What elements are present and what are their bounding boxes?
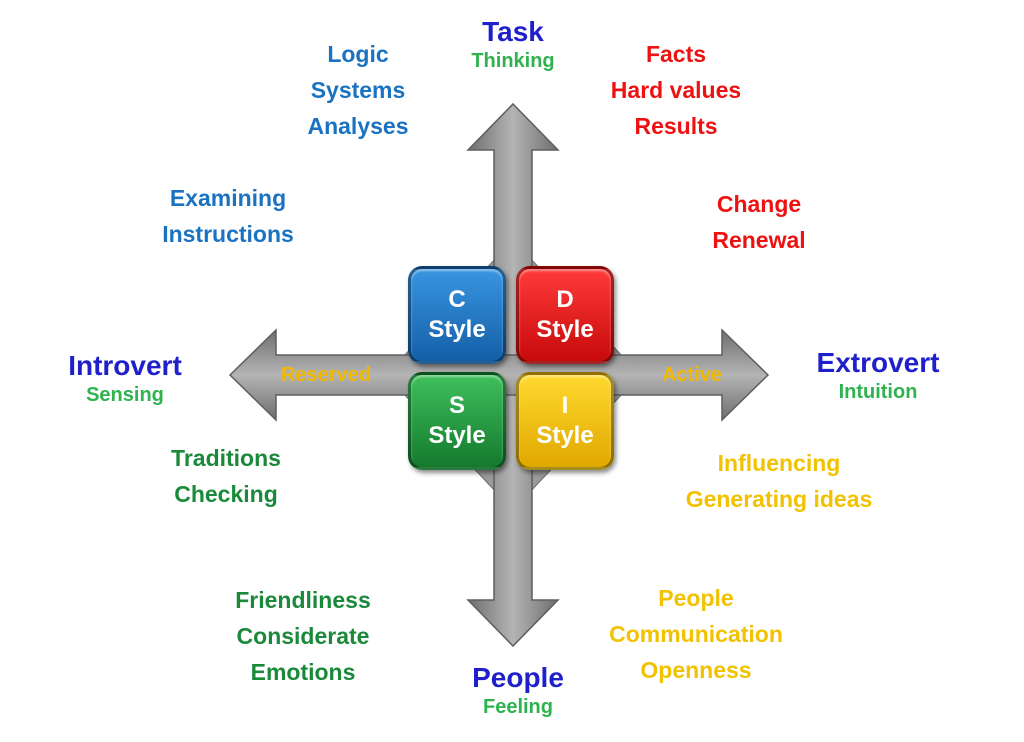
active-tag: Active bbox=[661, 364, 723, 386]
i-style-letter: I bbox=[561, 392, 569, 419]
s-style-box: S Style bbox=[408, 372, 506, 470]
reserved-tag: Reserved bbox=[280, 364, 372, 386]
descriptor: Communication bbox=[609, 621, 783, 647]
i-style-box: I Style bbox=[516, 372, 614, 470]
descriptor: Analyses bbox=[307, 113, 409, 139]
descriptor: Checking bbox=[174, 481, 278, 507]
axis-left-sub: Sensing bbox=[86, 384, 164, 406]
axis-top-main: Task bbox=[482, 16, 544, 47]
axis-bottom-sub: Feeling bbox=[482, 696, 553, 718]
descriptor: Facts bbox=[645, 41, 707, 67]
c-top-descriptors: Logic Systems Analyses bbox=[278, 36, 438, 144]
d-top-descriptors: Facts Hard values Results bbox=[588, 36, 764, 144]
descriptor: Results bbox=[634, 113, 718, 139]
descriptor: Renewal bbox=[712, 227, 806, 253]
i-mid-descriptors: Influencing Generating ideas bbox=[664, 445, 894, 517]
axis-left-main: Introvert bbox=[68, 350, 182, 381]
descriptor: Openness bbox=[640, 657, 752, 683]
descriptor: Hard values bbox=[610, 77, 742, 103]
descriptor: Traditions bbox=[171, 445, 281, 471]
descriptor: Systems bbox=[310, 77, 406, 103]
descriptor: People bbox=[658, 585, 734, 611]
d-style-letter: D bbox=[556, 286, 574, 313]
axis-right-sub: Intuition bbox=[838, 381, 918, 403]
descriptor: Emotions bbox=[250, 659, 356, 685]
d-style-box: D Style bbox=[516, 266, 614, 364]
axis-top-sub: Thinking bbox=[471, 50, 555, 72]
s-mid-descriptors: Traditions Checking bbox=[146, 440, 306, 512]
descriptor: Influencing bbox=[717, 450, 841, 476]
descriptor: Logic bbox=[327, 41, 389, 67]
axis-right-main: Extrovert bbox=[816, 347, 940, 378]
c-style-box: C Style bbox=[408, 266, 506, 364]
axis-top: Task Thinking bbox=[440, 16, 586, 74]
descriptor: Generating ideas bbox=[685, 486, 873, 512]
axis-left: Introvert Sensing bbox=[50, 350, 200, 408]
descriptor: Change bbox=[716, 191, 802, 217]
descriptor: Considerate bbox=[236, 623, 370, 649]
s-style-letter: S bbox=[448, 392, 465, 419]
c-mid-descriptors: Examining Instructions bbox=[138, 180, 318, 252]
axis-bottom: People Feeling bbox=[440, 662, 596, 720]
d-mid-descriptors: Change Renewal bbox=[684, 186, 834, 258]
descriptor: Friendliness bbox=[235, 587, 371, 613]
axis-right: Extrovert Intuition bbox=[798, 347, 958, 405]
c-style-letter: C bbox=[448, 286, 466, 313]
s-bottom-descriptors: Friendliness Considerate Emotions bbox=[212, 582, 394, 690]
c-style-word: Style bbox=[428, 316, 486, 343]
descriptor: Instructions bbox=[162, 221, 294, 247]
d-style-word: Style bbox=[536, 316, 594, 343]
i-style-word: Style bbox=[536, 422, 594, 449]
descriptor: Examining bbox=[169, 185, 287, 211]
s-style-word: Style bbox=[428, 422, 486, 449]
axis-bottom-main: People bbox=[472, 662, 564, 693]
i-bottom-descriptors: People Communication Openness bbox=[590, 580, 802, 688]
